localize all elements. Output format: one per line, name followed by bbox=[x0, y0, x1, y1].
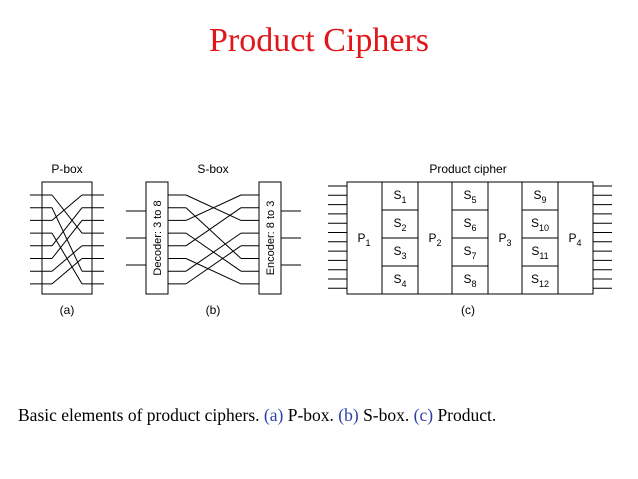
product-title: Product cipher bbox=[429, 162, 506, 176]
pbox-wire bbox=[51, 258, 83, 285]
pbox-rect bbox=[41, 181, 93, 295]
sbox-title: S-box bbox=[197, 162, 228, 176]
caption-tag-b: (b) bbox=[338, 405, 359, 425]
sbox-encoder-label: Encoder: 8 to 3 bbox=[265, 201, 277, 276]
sbox-wire bbox=[185, 207, 242, 247]
slide-title: Product Ciphers bbox=[208, 22, 430, 59]
product-label: (c) bbox=[461, 303, 475, 317]
product-rect bbox=[346, 181, 594, 295]
pbox-wire bbox=[51, 245, 83, 272]
s-box-label-s8: S8 bbox=[463, 272, 476, 289]
product-lines bbox=[328, 182, 612, 294]
p-box-label-p1: P1 bbox=[357, 231, 370, 248]
p-box-label-p4: P4 bbox=[568, 231, 581, 248]
sbox-wire bbox=[185, 207, 242, 259]
caption-tag-c: (c) bbox=[413, 405, 434, 425]
pbox-wire bbox=[51, 207, 83, 247]
s-box-label-s2: S2 bbox=[393, 216, 406, 233]
s-box-label-s7: S7 bbox=[463, 244, 476, 261]
sbox-wire bbox=[185, 232, 242, 272]
sbox-wire bbox=[185, 245, 242, 285]
cipher-diagram: P-box (a) S-box (b) Decoder: 3 to 8 Enco… bbox=[30, 162, 612, 317]
s-box-label-s6: S6 bbox=[463, 216, 476, 233]
sbox-decoder-label: Decoder: 3 to 8 bbox=[152, 200, 164, 275]
p-box-label-p2: P2 bbox=[428, 231, 441, 248]
sbox-label: (b) bbox=[206, 303, 221, 317]
pbox-label: (a) bbox=[60, 303, 75, 317]
s-box-label-s11: S11 bbox=[531, 244, 548, 261]
pbox-wire bbox=[51, 220, 83, 259]
p-box-label-p3: P3 bbox=[498, 231, 511, 248]
figure-caption: Basic elements of product ciphers. (a) P… bbox=[18, 405, 628, 426]
caption-text-a: P-box. bbox=[283, 405, 339, 425]
pbox-title: P-box bbox=[51, 162, 82, 176]
sbox-wire bbox=[185, 258, 242, 285]
caption-text-b: S-box. bbox=[358, 405, 414, 425]
caption-lead: Basic elements of product ciphers. bbox=[18, 405, 264, 425]
s-box-label-s3: S3 bbox=[393, 244, 406, 261]
pbox-wire bbox=[51, 194, 83, 221]
s-box-label-s12: S12 bbox=[531, 272, 549, 289]
sbox-wire bbox=[185, 194, 242, 221]
s-box-label-s5: S5 bbox=[463, 188, 476, 205]
sbox-wires bbox=[126, 194, 301, 285]
pbox-wires bbox=[30, 194, 104, 285]
caption-tag-a: (a) bbox=[263, 405, 284, 425]
s-box-label-s10: S10 bbox=[531, 216, 549, 233]
s-box-label-s4: S4 bbox=[393, 272, 406, 289]
s-box-label-s1: S1 bbox=[393, 188, 406, 205]
caption-text-c: Product. bbox=[433, 405, 497, 425]
s-box-label-s9: S9 bbox=[533, 188, 546, 205]
